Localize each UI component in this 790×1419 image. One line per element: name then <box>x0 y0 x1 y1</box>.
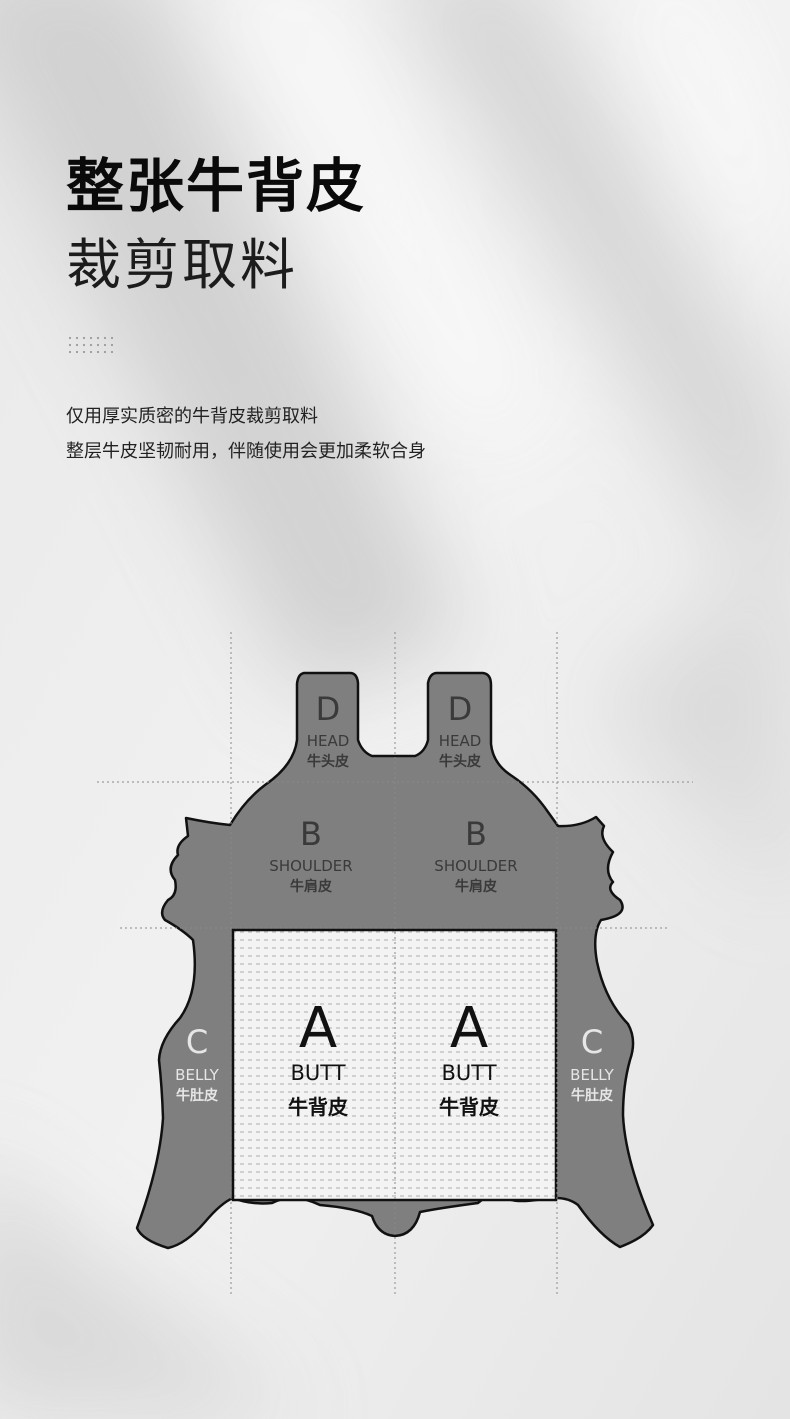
page-title: 整张牛背皮 <box>66 152 367 220</box>
description-line-2: 整层牛皮坚韧耐用，伴随使用会更加柔软合身 <box>66 441 426 462</box>
region-shoulder-right: B SHOULDER 牛肩皮 <box>434 815 517 895</box>
cowhide-cut-diagram: D HEAD 牛头皮 D HEAD 牛头皮 B SHOULDER 牛肩皮 B S… <box>97 632 693 1295</box>
region-belly-right: C BELLY 牛肚皮 <box>570 1023 614 1104</box>
butt-label-cn: 牛背皮 <box>439 1095 499 1119</box>
shoulder-letter: B <box>465 815 487 853</box>
shoulder-letter: B <box>300 815 322 853</box>
head-label-cn: 牛头皮 <box>307 753 349 770</box>
head-label-en: HEAD <box>307 732 350 750</box>
butt-label-en: BUTT <box>441 1061 496 1085</box>
butt-letter: A <box>299 996 337 1061</box>
region-butt-left: A BUTT 牛背皮 <box>288 996 348 1119</box>
page-subtitle: 裁剪取料 <box>66 233 299 297</box>
region-head-right: D HEAD 牛头皮 <box>439 690 482 770</box>
head-letter: D <box>448 690 473 728</box>
butt-area <box>231 928 558 1202</box>
shoulder-label-en: SHOULDER <box>269 857 352 875</box>
belly-label-cn: 牛肚皮 <box>176 1087 218 1104</box>
butt-label-cn: 牛背皮 <box>288 1095 348 1119</box>
region-belly-left: C BELLY 牛肚皮 <box>175 1023 219 1104</box>
region-head-left: D HEAD 牛头皮 <box>307 690 350 770</box>
description-line-1: 仅用厚实质密的牛背皮裁剪取料 <box>66 406 318 427</box>
shoulder-label-en: SHOULDER <box>434 857 517 875</box>
region-butt-right: A BUTT 牛背皮 <box>439 996 499 1119</box>
belly-label-en: BELLY <box>570 1066 614 1084</box>
head-label-cn: 牛头皮 <box>439 753 481 770</box>
region-shoulder-left: B SHOULDER 牛肩皮 <box>269 815 352 895</box>
head-letter: D <box>316 690 341 728</box>
shoulder-label-cn: 牛肩皮 <box>455 878 497 895</box>
belly-label-en: BELLY <box>175 1066 219 1084</box>
shoulder-label-cn: 牛肩皮 <box>290 878 332 895</box>
belly-label-cn: 牛肚皮 <box>571 1087 613 1104</box>
belly-letter: C <box>581 1023 603 1061</box>
butt-label-en: BUTT <box>290 1061 345 1085</box>
head-label-en: HEAD <box>439 732 482 750</box>
belly-letter: C <box>186 1023 208 1061</box>
dot-grid-decoration <box>68 336 114 354</box>
butt-letter: A <box>450 996 488 1061</box>
